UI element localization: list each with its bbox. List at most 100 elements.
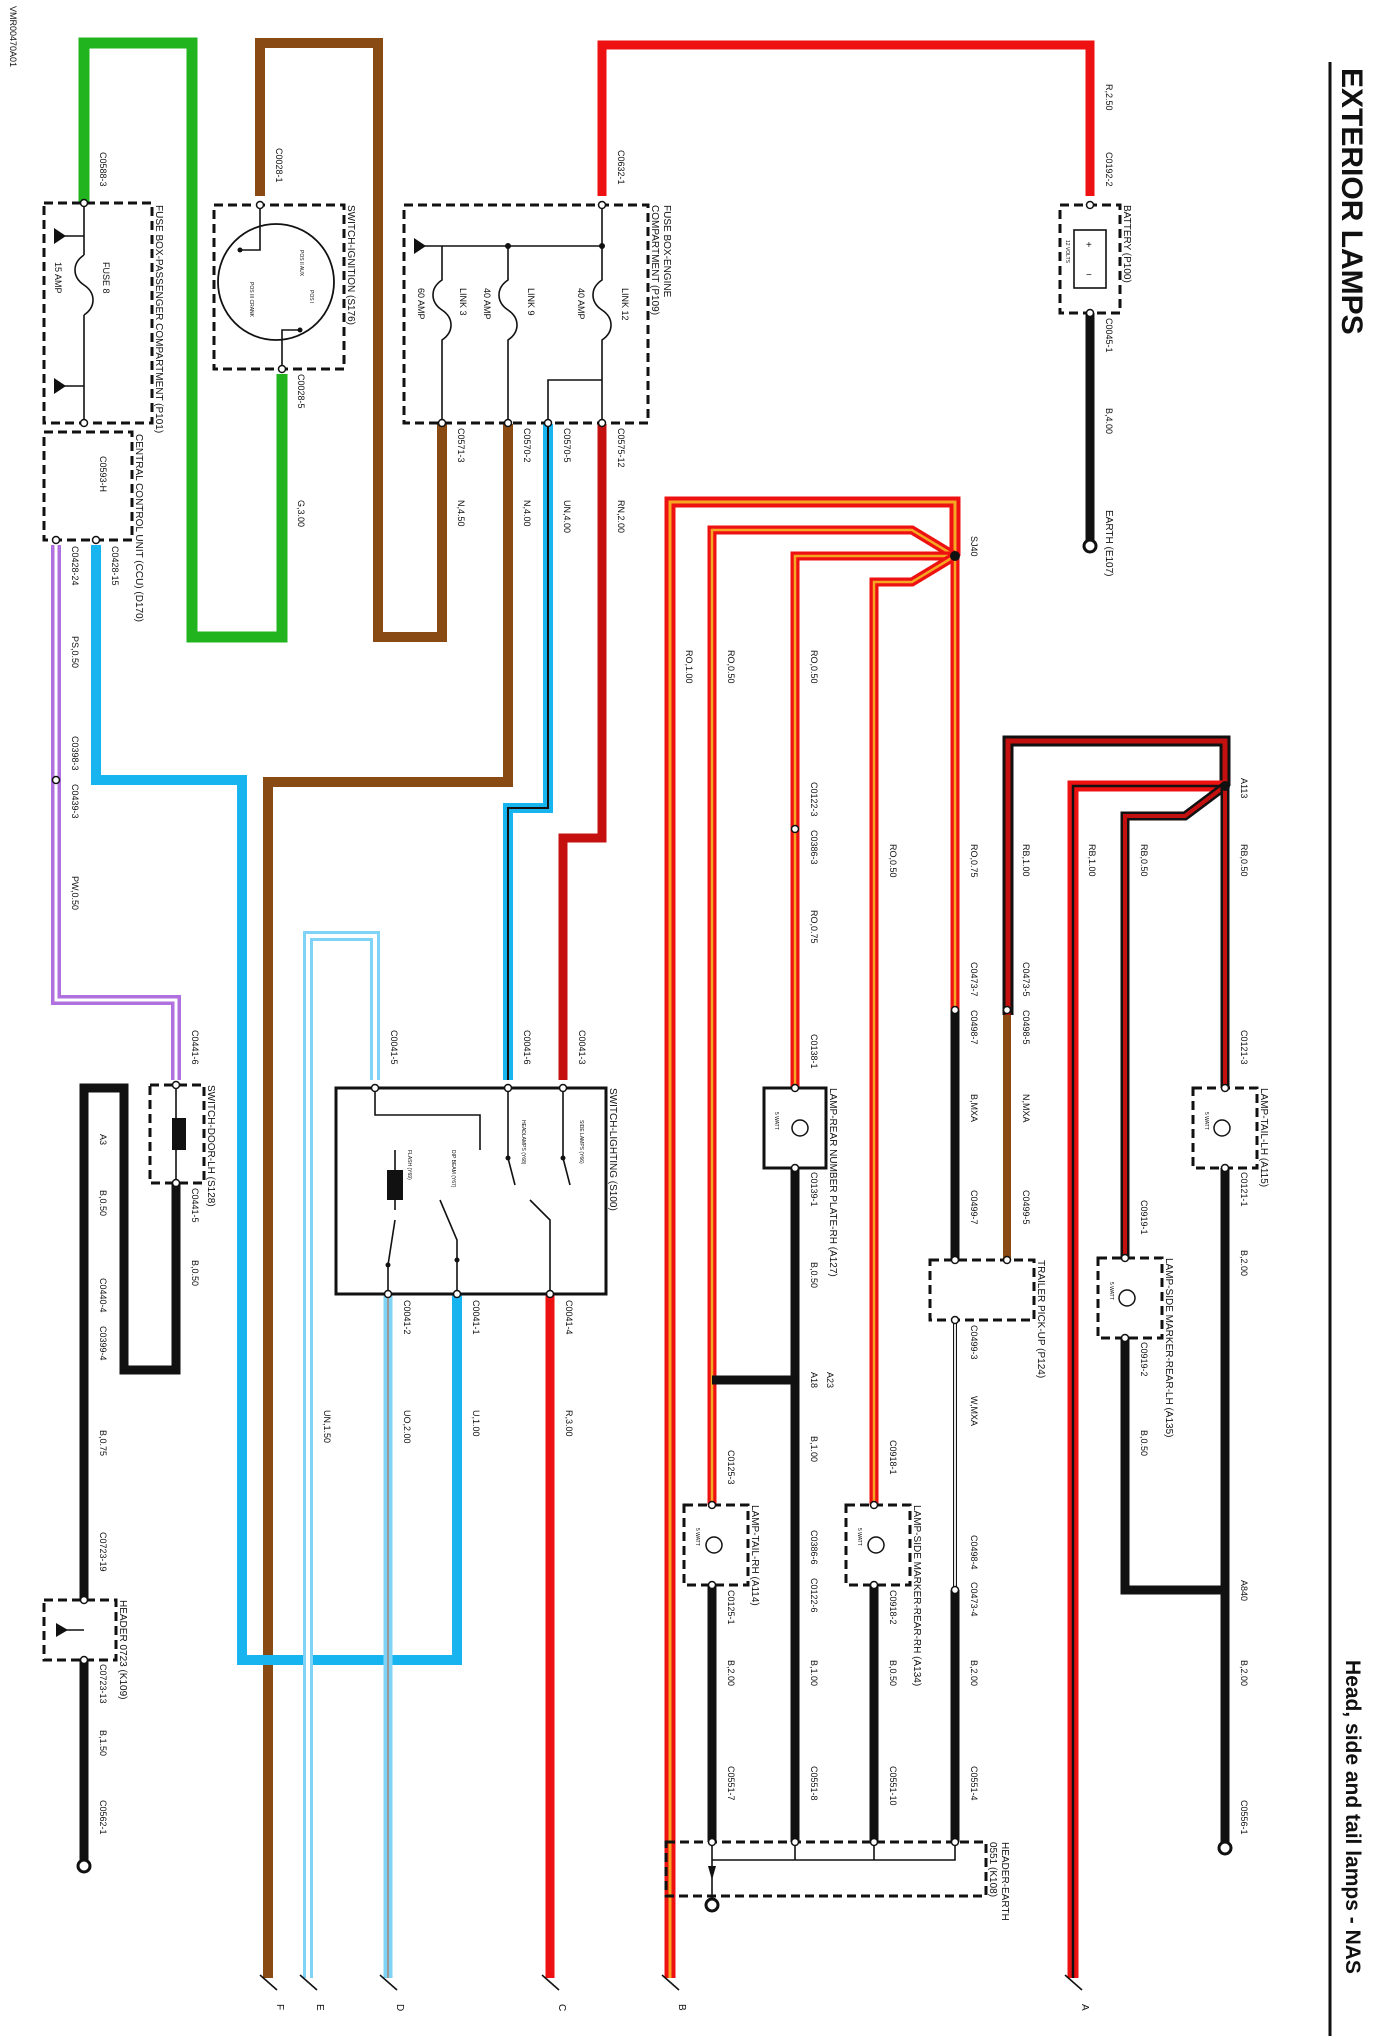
wire-lightblue-e-outer: [303, 931, 380, 1978]
link-3-symbol: [432, 246, 452, 423]
label-fuse-box-engine-1: FUSE BOX-ENGINE: [661, 205, 672, 298]
end-label-a: A: [1079, 2004, 1090, 2011]
wire-ro-sidemarker-outer: [869, 552, 958, 1505]
pin: [503, 418, 513, 428]
splice-dot: [599, 243, 605, 249]
label-switch-ignition: SWITCH-IGNITION (S176): [345, 205, 356, 325]
label-earth-e107: EARTH (E107): [1103, 510, 1114, 577]
component-labels: FUSE BOX-PASSENGER COMPARTMENT (P101) FU…: [53, 205, 1269, 1921]
label-lamp-number-plate: LAMP-REAR NUMBER PLATE-RH (A127): [827, 1088, 838, 1277]
wire-label: RO,0.50: [809, 650, 819, 684]
connector-labels: C0588-3 C0593-H C0028-1 C0028-5 C0632-1 …: [70, 148, 1249, 1835]
pin: [1220, 1163, 1230, 1173]
conn-label: C0399-4: [98, 1326, 108, 1361]
conn-label: C0473-5: [1021, 962, 1031, 997]
conn-label: C0122-3: [809, 782, 819, 817]
conn-label: C0556-1: [1239, 1800, 1249, 1835]
link-12-symbol: [592, 205, 612, 423]
conn-label: C0041-4: [564, 1300, 574, 1335]
pin: [452, 1289, 462, 1299]
conn-label: A840: [1239, 1580, 1249, 1601]
conn-label: C0192-2: [1104, 152, 1114, 187]
lamp-side-marker-rh-box: [844, 1503, 912, 1587]
label-fuse8: FUSE 8: [101, 262, 111, 294]
conn-label: C0125-1: [726, 1590, 736, 1625]
wire-label: U,1.00: [471, 1410, 481, 1437]
label-battery-volts: 12 VOLTS: [1064, 240, 1070, 264]
conn-label: A113: [1239, 778, 1249, 798]
pin: [707, 1837, 717, 1847]
lamp-tail-rh-box: [682, 1503, 750, 1587]
trailer-pick-up-box: [928, 1258, 1036, 1322]
battery-minus: −: [1086, 270, 1092, 281]
conn-label: A23: [825, 1372, 835, 1388]
wire-ro-sidemarker-inner: [872, 554, 956, 1505]
wire-label: RB,1.00: [1087, 844, 1097, 877]
wire-label: B,0.75: [98, 1430, 108, 1456]
ground-arrow-icon: [708, 1866, 716, 1880]
ignition-pos-crank: POS III CRANK: [248, 282, 254, 318]
conn-label: C0473-7: [969, 962, 979, 997]
engine-fuse-bus: [418, 245, 602, 423]
lamp-side-marker-lh-box: [1096, 1256, 1164, 1340]
ignition-pos-aux: POS II AUX: [298, 250, 304, 277]
wire-rb-end-outer: [1067, 780, 1225, 1978]
pin: [597, 200, 607, 210]
conn-label: C0551-4: [969, 1766, 979, 1801]
splice-a113: [1220, 781, 1230, 791]
bulb-icon: [867, 1536, 885, 1554]
label-link12: LINK 12: [620, 288, 630, 321]
conn-label: C0499-5: [1021, 1190, 1031, 1225]
page-subtitle: Head, side and tail lamps - NAS: [1341, 1660, 1364, 1974]
wire-lightblue-e-inner: [306, 934, 377, 1978]
end-label-c: C: [556, 2004, 567, 2011]
wire-label: B,MXA: [969, 1094, 979, 1122]
conn-label: C0121-1: [1239, 1172, 1249, 1207]
pin: [869, 1837, 879, 1847]
wire-rb-sm-inner: [1123, 784, 1227, 1258]
contact-dot: [505, 1155, 511, 1161]
label-lamp-tail-lh: LAMP-TAIL-LH (A115): [1258, 1088, 1269, 1187]
wire-label: B,2.00: [726, 1660, 736, 1686]
wire-label: RN,2.00: [616, 500, 626, 533]
pin: [1120, 1253, 1130, 1263]
label-lamp-side-marker-rh: LAMP-SIDE MARKER-REAR-RH (A134): [911, 1505, 922, 1686]
label-watt-tailrh: 5 WATT: [694, 1528, 700, 1546]
wire-label: B,0.50: [1139, 1430, 1149, 1456]
flash-contact: [387, 1170, 403, 1200]
wire-label: N,4.00: [522, 500, 532, 527]
conn-label: C0041-5: [389, 1030, 399, 1065]
label-trailer: TRAILER PICK-UP (P124): [1035, 1260, 1046, 1378]
label-sw-dipbeam: DIP BEAM (Y67): [450, 1150, 456, 1188]
header-earth-bus: [711, 1842, 956, 1900]
contact-dot: [385, 1262, 391, 1268]
splice-dot: [505, 243, 511, 249]
label-header-earth-1: HEADER-EARTH: [999, 1842, 1010, 1921]
connector-pins: [51, 198, 1230, 1847]
break-mark: [541, 1974, 560, 1991]
pin: [950, 1005, 960, 1015]
label-sw-flash: FLASH (Y69): [406, 1150, 412, 1180]
pin: [707, 1500, 717, 1510]
battery-cell: [1073, 229, 1107, 289]
page-title: EXTERIOR LAMPS: [1335, 68, 1368, 335]
label-switch-door: SWITCH-DOOR-LH (S128): [205, 1085, 216, 1207]
wire-label: B,0.50: [809, 1262, 819, 1288]
conn-label: C0428-24: [70, 546, 80, 586]
rb-wires: [1002, 735, 1231, 1978]
conn-label: C0919-1: [1139, 1200, 1149, 1235]
wire-ro-tailrh-outer: [707, 525, 958, 1505]
splice-sj40: [950, 551, 960, 561]
conn-label: C0918-2: [888, 1590, 898, 1625]
switch-door-contact: [172, 1118, 186, 1150]
ignition-contact: [240, 205, 300, 369]
bulb-icon: [1118, 1289, 1136, 1307]
break-mark: [661, 1974, 680, 1991]
contact-dot: [560, 1155, 566, 1161]
label-lamp-side-marker-lh: LAMP-SIDE MARKER-REAR-LH (A135): [1163, 1258, 1174, 1437]
pin: [950, 1585, 960, 1595]
wire-label: RO,0.50: [726, 650, 736, 684]
conn-label: C0045-1: [1104, 318, 1114, 353]
break-mark: [299, 1974, 318, 1991]
